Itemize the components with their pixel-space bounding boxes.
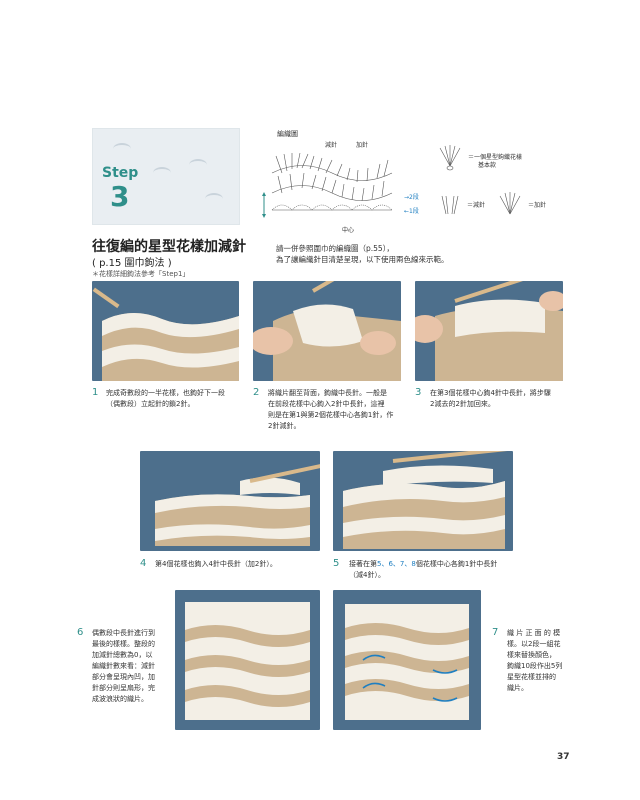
diagram-tag-decrease: 減針 (325, 142, 338, 149)
row-1-label: ←1段 (404, 208, 419, 215)
step-6-line: 部分會呈現內凹，加 (92, 673, 155, 681)
step-5-line: （減4針）。 (349, 571, 385, 579)
legend-basic-line2: 基本款 (478, 162, 497, 169)
step-6-number: 6 (77, 627, 84, 638)
step-2-line: 2針減針。 (268, 422, 301, 430)
diagram-caption-line: 請一併參照圍巾的編織圖（p.55）， (276, 244, 394, 253)
diagram-label: 編織圖 (277, 130, 298, 138)
bird-print-decoration (153, 167, 171, 179)
photo-step-7 (333, 590, 481, 730)
step-6-line: 最後的樣樣。整段的 (92, 640, 155, 648)
diagram-caption-line: 為了讓編織針目清楚呈現，以下使用兩色線來示範。 (276, 255, 449, 264)
step-3-line: 在第3個花樣中心鉤4針中長針，將步驟 (430, 389, 551, 397)
step-2-line: 在前段花樣中心鉤入2針中長針，這裡 (268, 400, 385, 408)
step-6-line: 成波浪狀的織片。 (92, 695, 148, 703)
step-2-line: 則是在第1與第2個花樣中心各鉤1針，作 (268, 411, 394, 419)
step-box (92, 128, 240, 225)
step-7-line: 織 片 正 面 的 模 (507, 629, 561, 637)
step-4-number: 4 (140, 558, 147, 569)
step-number: 3 (110, 180, 130, 213)
photo-step-2 (253, 281, 401, 381)
step-5-text-b: 個花樣中心各鉤1針中長針 (415, 560, 498, 568)
legend-increase: ＝加針 (528, 202, 547, 209)
legend-basic-line1: ＝一個星型鉤織花樣 (468, 154, 523, 161)
step-5-text: 接著在第5、6、7、8個花樣中心各鉤1針中長針 （減4針）。 (349, 559, 497, 581)
diagram-tag-increase: 加針 (356, 142, 369, 149)
step-label: Step (102, 165, 139, 181)
step-4-text: 第4個花樣也鉤入4針中長針（加2針）。 (155, 559, 277, 570)
step-6-line: 偶數段中長針進行到 (92, 629, 155, 637)
step-1-number: 1 (92, 387, 99, 398)
step-6-line: 針部分則呈扇形，完 (92, 684, 155, 692)
step-1-line: （偶數段）立起針的鎖2針。 (106, 400, 195, 408)
step-5-line: 接著在第5、6、7、8個花樣中心各鉤1針中長針 (349, 559, 497, 570)
step-3-line: 2減去的2針加回來。 (430, 400, 495, 408)
bird-print-decoration (189, 159, 207, 171)
section-subtitle: ( p.15 圍巾鉤法 ) (92, 258, 172, 269)
step-2-number: 2 (253, 387, 260, 398)
step-7-line: 樣來替換顏色， (507, 651, 556, 659)
page-number: 37 (557, 752, 570, 762)
step-6-line: 加減針總數為0，以 (92, 651, 153, 659)
photo-step-4 (140, 451, 320, 551)
increase-symbol-icon (499, 192, 521, 215)
step-7-number: 7 (492, 627, 499, 638)
diagram-center-label: 中心 (342, 227, 355, 234)
step-3-text: 在第3個花樣中心鉤4針中長針，將步驟 2減去的2針加回來。 (430, 388, 551, 410)
step-5-highlight: 5、6、7、8 (377, 560, 416, 568)
step-7-line: 星型花樣並排的 (507, 673, 556, 681)
bird-print-decoration (205, 193, 223, 205)
photo-step-6 (175, 590, 320, 730)
step-1-text: 完成奇數段的一半花樣，也鉤好下一段 （偶數段）立起針的鎖2針。 (106, 388, 225, 410)
step-2-line: 將織片翻至背面，鉤織中長針。一般是 (268, 389, 387, 397)
step-7-line: 鉤織10段作出5列 (507, 662, 563, 670)
step-6-text: 偶數段中長針進行到 最後的樣樣。整段的 加減針總數為0，以 編織針數來看：減針 … (92, 628, 172, 705)
basic-star-symbol-icon (439, 145, 461, 171)
legend-decrease: ＝減針 (467, 202, 486, 209)
bird-print-decoration (113, 143, 131, 155)
crochet-chart (262, 152, 393, 218)
step-6-line: 編織針數來看：減針 (92, 662, 155, 670)
step-7-line: 樣。以2段一組花 (507, 640, 561, 648)
step-5-number: 5 (333, 558, 340, 569)
step-1-line: 完成奇數段的一半花樣，也鉤好下一段 (106, 389, 225, 397)
step-3-number: 3 (415, 387, 422, 398)
step-2-text: 將織片翻至背面，鉤織中長針。一般是 在前段花樣中心鉤入2針中長針，這裡 則是在第… (268, 388, 393, 432)
step-7-line: 織片。 (507, 684, 528, 692)
photo-step-5 (333, 451, 513, 551)
diagram-caption: 請一併參照圍巾的編織圖（p.55）， 為了讓編織針目清楚呈現，以下使用兩色線來示… (276, 243, 506, 265)
section-title: 往復編的星型花樣加減針 (92, 239, 246, 255)
section-note: ＊花樣詳細鉤法參考「Step1」 (92, 270, 190, 278)
step-4-line: 第4個花樣也鉤入4針中長針（加2針）。 (155, 560, 277, 568)
row-2-label: →2段 (404, 194, 419, 201)
decrease-symbol-icon (441, 195, 459, 215)
photo-step-1 (92, 281, 239, 381)
photo-step-3 (415, 281, 563, 381)
step-5-text-a: 接著在第 (349, 560, 377, 568)
step-7-text: 織 片 正 面 的 模 樣。以2段一組花 樣來替換顏色， 鉤織10段作出5列 星… (507, 628, 577, 694)
